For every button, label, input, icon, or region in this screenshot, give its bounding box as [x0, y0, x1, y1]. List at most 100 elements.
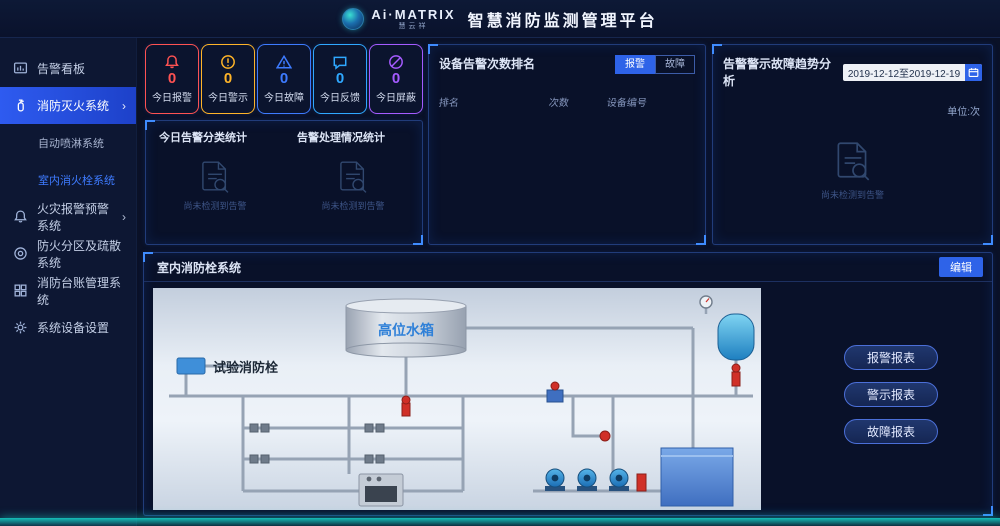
app-header: Ai·MATRIX 慧云祥 智慧消防监测管理平台 — [0, 0, 1000, 38]
warning-circle-icon — [220, 54, 236, 70]
block-icon — [388, 54, 404, 70]
test-hydrant-label: 试验消防栓 — [213, 360, 278, 375]
sidebar-item-fire-alarm-warning[interactable]: 火灾报警预警系统 › — [0, 198, 136, 235]
stat-label: 今日报警 — [152, 92, 192, 104]
empty-state: 尚未检测到告警 — [321, 157, 385, 212]
fire-pumps — [545, 468, 629, 491]
column-rank: 排名 — [437, 98, 460, 109]
section-title: 告警处理情况统计 — [297, 132, 385, 144]
ledger-grid-icon — [13, 283, 28, 298]
stat-value: 0 — [391, 70, 401, 88]
column-count: 次数 — [547, 98, 570, 109]
alarm-bell-icon — [13, 209, 28, 224]
reservoir-tank — [660, 447, 734, 507]
test-hydrant: 试验消防栓 — [176, 357, 278, 375]
empty-state-text: 尚未检测到告警 — [321, 201, 385, 211]
stat-label: 今日故障 — [264, 92, 304, 104]
warning-report-button[interactable]: 警示报表 — [844, 382, 938, 407]
flanged-valve — [546, 381, 564, 403]
stat-card-warning[interactable]: 0 今日警示 — [201, 44, 255, 114]
sidebar-subitem-indoor-hydrant[interactable]: 室内消火栓系统 — [0, 161, 136, 198]
unit-label: 单位:次 — [947, 107, 980, 118]
stat-value: 0 — [223, 70, 233, 88]
stat-value: 0 — [335, 70, 345, 88]
date-range-value: 2019-12-12至2019-12-19 — [847, 68, 961, 80]
device-alarm-rank-panel: 设备告警次数排名 报警 故障 排名 次数 设备编号 — [428, 44, 706, 245]
sidebar-subitem-auto-sprinkler[interactable]: 自动喷淋系统 — [0, 124, 136, 161]
alarm-handle-section: 告警处理情况统计 尚未检测到告警 — [284, 121, 422, 244]
date-range-picker[interactable]: 2019-12-12至2019-12-19 — [842, 63, 982, 81]
rank-tab-group: 报警 故障 — [615, 55, 695, 74]
sidebar-item-label: 系统设备设置 — [37, 321, 110, 335]
chevron-right-icon: › — [122, 209, 126, 224]
chevron-right-icon: › — [122, 98, 126, 113]
pipe-network — [169, 326, 753, 493]
brand-name: Ai·MATRIX — [371, 6, 456, 22]
panel-title: 室内消防栓系统 — [157, 260, 242, 275]
rank-table-header: 排名 次数 设备编号 — [438, 94, 696, 109]
alarm-trend-panel: 告警警示故障趋势分析 2019-12-12至2019-12-19 单位:次 尚未… — [712, 44, 993, 245]
hydrant-diagram: 高位水箱 试验消防栓 — [153, 288, 761, 510]
stat-value: 0 — [279, 70, 289, 88]
calendar-icon — [968, 67, 979, 77]
stat-card-fault[interactable]: 0 今日故障 — [257, 44, 311, 114]
red-valves — [401, 363, 741, 492]
dashboard-icon — [13, 61, 28, 76]
section-title: 今日告警分类统计 — [159, 132, 247, 144]
stat-card-masked[interactable]: 0 今日屏蔽 — [369, 44, 423, 114]
today-stat-cards: 0 今日报警 0 今日警示 0 今日故障 0 今日反馈 0 今日屏蔽 — [145, 44, 423, 114]
stat-value: 0 — [167, 70, 177, 88]
sidebar-item-label: 告警看板 — [37, 62, 86, 76]
sidebar: 告警看板 消防灭火系统 › 自动喷淋系统 室内消火栓系统 火灾报警预警系统 › … — [0, 38, 137, 526]
sidebar-item-label: 防火分区及疏散系统 — [37, 238, 122, 270]
indoor-hydrant-panel: 室内消防栓系统 编辑 — [143, 252, 993, 516]
document-search-icon — [196, 157, 234, 195]
alarm-classify-section: 今日告警分类统计 尚未检测到告警 — [146, 121, 284, 244]
sidebar-item-device-settings[interactable]: 系统设备设置 — [0, 309, 136, 346]
alarm-bell-icon — [164, 54, 180, 70]
fault-report-button[interactable]: 故障报表 — [844, 419, 938, 444]
empty-state-text: 尚未检测到告警 — [820, 190, 884, 200]
stat-label: 今日屏蔽 — [376, 92, 416, 104]
alarm-statistics-panel: 今日告警分类统计 尚未检测到告警 告警处理情况统计 尚未检测到告警 — [145, 120, 423, 245]
empty-state-text: 尚未检测到告警 — [183, 201, 247, 211]
alarm-report-button[interactable]: 报警报表 — [844, 345, 938, 370]
pressure-vessel — [699, 295, 755, 361]
sidebar-item-fire-zone-evacuation[interactable]: 防火分区及疏散系统 — [0, 235, 136, 272]
fire-extinguisher-icon — [13, 98, 28, 113]
sidebar-item-label: 火灾报警预警系统 — [37, 201, 110, 233]
stat-card-feedback[interactable]: 0 今日反馈 — [313, 44, 367, 114]
settings-gear-icon — [13, 320, 28, 335]
stat-label: 今日警示 — [208, 92, 248, 104]
fault-triangle-icon — [275, 54, 293, 70]
panel-title: 设备告警次数排名 — [439, 57, 536, 71]
sidebar-item-ledger-management[interactable]: 消防台账管理系统 — [0, 272, 136, 309]
feedback-bubble-icon — [332, 54, 348, 70]
elevated-water-tank: 高位水箱 — [345, 298, 467, 358]
sidebar-item-fire-extinguishing[interactable]: 消防灭火系统 › — [0, 87, 136, 124]
tank-label: 高位水箱 — [378, 322, 434, 338]
panel-title: 告警警示故障趋势分析 — [723, 57, 832, 88]
brand-logo: Ai·MATRIX 慧云祥 — [342, 6, 456, 30]
sidebar-item-label: 消防灭火系统 — [37, 99, 110, 113]
valve-pairs — [249, 423, 385, 464]
stove-appliance — [358, 473, 404, 507]
empty-state: 尚未检测到告警 — [183, 157, 247, 212]
sidebar-subitem-label: 室内消火栓系统 — [38, 174, 115, 187]
document-search-icon — [334, 157, 372, 195]
sidebar-item-label: 消防台账管理系统 — [37, 275, 122, 307]
edit-button[interactable]: 编辑 — [939, 257, 983, 277]
sidebar-subitem-label: 自动喷淋系统 — [38, 137, 104, 150]
calendar-button[interactable] — [965, 63, 982, 81]
tab-alarm[interactable]: 报警 — [615, 55, 655, 74]
stat-label: 今日反馈 — [320, 92, 360, 104]
fire-zone-icon — [13, 246, 28, 261]
sidebar-item-alarm-board[interactable]: 告警看板 — [0, 50, 136, 87]
brand-subtitle: 慧云祥 — [398, 22, 429, 30]
page-title: 智慧消防监测管理平台 — [467, 12, 658, 30]
bottom-panel-edge — [0, 518, 1000, 526]
column-device-id: 设备编号 — [605, 98, 648, 109]
tab-fault[interactable]: 故障 — [655, 55, 695, 74]
stat-card-alarm[interactable]: 0 今日报警 — [145, 44, 199, 114]
document-search-icon — [830, 137, 876, 183]
